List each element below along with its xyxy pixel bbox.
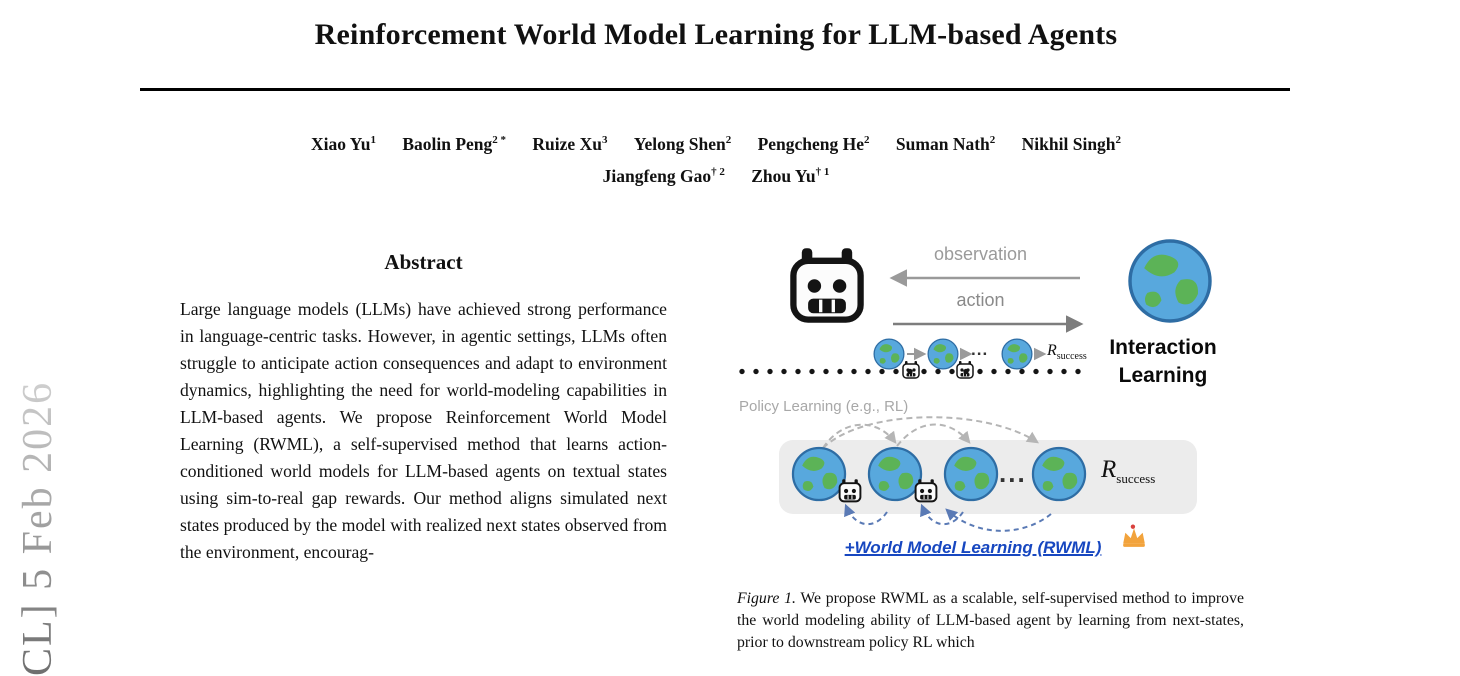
author-superscript: 2 bbox=[725, 134, 732, 146]
author: Nikhil Singh2 bbox=[1022, 134, 1121, 154]
author-superscript: 2 * bbox=[492, 134, 507, 146]
author: Xiao Yu1 bbox=[311, 134, 376, 154]
observation-label: observation bbox=[933, 244, 1028, 264]
author-name: Pengcheng He bbox=[757, 133, 865, 154]
authors-line-2: Jiangfeng Gao† 2 Zhou Yu† 1 bbox=[0, 158, 1432, 190]
author-superscript: † 1 bbox=[815, 165, 830, 178]
author-name: Ruize Xu bbox=[532, 133, 602, 154]
wml-label: +World Model Learning (RWML) bbox=[844, 538, 1102, 557]
ellipsis: ... bbox=[971, 340, 989, 359]
author-superscript: 2 bbox=[1115, 134, 1122, 146]
author: Baolin Peng2 * bbox=[402, 134, 506, 154]
policy-arc bbox=[822, 423, 897, 449]
author: Pengcheng He2 bbox=[758, 134, 870, 154]
author: Yelong Shen2 bbox=[634, 134, 731, 154]
ellipsis: ... bbox=[999, 458, 1027, 488]
figure-caption-lead: Figure 1. bbox=[737, 590, 796, 607]
figure-1: observation action ... Rsuccess Interact… bbox=[735, 238, 1245, 586]
wml-arrow bbox=[844, 503, 888, 526]
author-superscript: 2 bbox=[864, 134, 870, 146]
authors-block: Xiao Yu1 Baolin Peng2 * Ruize Xu3 Yelong… bbox=[0, 126, 1432, 190]
reward-symbol: Rsuccess bbox=[1047, 342, 1087, 363]
policy-arc bbox=[896, 423, 971, 447]
author: Zhou Yu† 1 bbox=[751, 166, 829, 186]
title-rule bbox=[140, 88, 1290, 91]
figure-caption-text: We propose RWML as a scalable, self-supe… bbox=[737, 590, 1244, 651]
action-label: action bbox=[956, 290, 1005, 310]
interaction-learning-label: Interaction Learning bbox=[1109, 336, 1217, 387]
author-name: Yelong Shen bbox=[633, 133, 726, 154]
author-name: Zhou Yu bbox=[751, 165, 816, 186]
author-name: Suman Nath bbox=[895, 133, 990, 154]
author-name: Baolin Peng bbox=[402, 133, 493, 154]
globe-icon bbox=[943, 446, 999, 502]
wml-arrow bbox=[945, 508, 1052, 532]
author-superscript: 1 bbox=[370, 134, 376, 146]
abstract-section: Abstract Large language models (LLMs) ha… bbox=[180, 250, 667, 566]
arxiv-watermark: CL] 5 Feb 2026 bbox=[15, 380, 61, 676]
author-name: Jiangfeng Gao bbox=[602, 165, 712, 186]
abstract-text: Large language models (LLMs) have achiev… bbox=[180, 299, 667, 562]
author-name: Xiao Yu bbox=[310, 133, 371, 154]
author: Ruize Xu3 bbox=[532, 134, 607, 154]
paper-title: Reinforcement World Model Learning for L… bbox=[314, 18, 1118, 51]
author-name: Nikhil Singh bbox=[1021, 133, 1116, 154]
figure-arrows bbox=[822, 269, 1084, 532]
policy-arc bbox=[822, 416, 1040, 449]
wml-arrow bbox=[920, 503, 964, 526]
authors-line-1: Xiao Yu1 Baolin Peng2 * Ruize Xu3 Yelong… bbox=[0, 126, 1432, 158]
author-superscript: 3 bbox=[601, 134, 608, 146]
globe-icon bbox=[1031, 446, 1087, 502]
author: Suman Nath2 bbox=[896, 134, 995, 154]
policy-learning-label: Policy Learning (e.g., RL) bbox=[739, 398, 909, 415]
abstract-heading: Abstract bbox=[384, 250, 463, 274]
figure-caption: Figure 1. We propose RWML as a scalable,… bbox=[737, 588, 1244, 654]
reward-symbol: Rsuccess bbox=[1101, 456, 1156, 486]
author-superscript: † 2 bbox=[711, 165, 725, 178]
author: Jiangfeng Gao† 2 bbox=[603, 166, 725, 186]
robot-icon bbox=[914, 478, 938, 503]
dotted-divider bbox=[735, 368, 1083, 375]
author-superscript: 2 bbox=[989, 134, 996, 146]
robot-icon bbox=[838, 478, 862, 503]
